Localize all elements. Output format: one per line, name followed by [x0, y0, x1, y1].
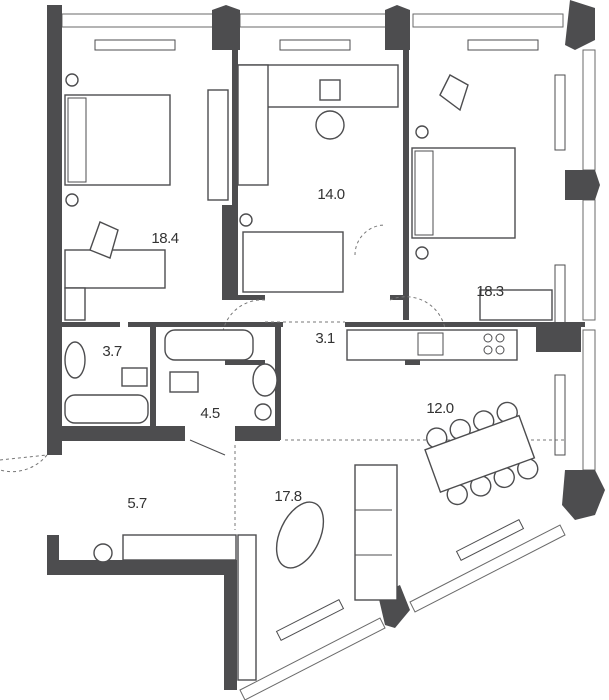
wardrobe-icon [122, 534, 237, 561]
wardrobe-icon [479, 289, 553, 321]
walls [47, 0, 605, 690]
lamp-icon [415, 246, 429, 260]
lamp-icon [65, 193, 79, 207]
wardrobe-icon [237, 64, 269, 186]
single-bed-icon [242, 231, 344, 293]
doors [0, 224, 565, 530]
dining-table-icon [424, 401, 539, 506]
room-area-kitchen: 12.0 [426, 400, 453, 417]
toilet-icon [169, 371, 199, 393]
tv-icon [237, 534, 257, 681]
room-area-entrance: 5.7 [127, 495, 147, 512]
bed-icon [411, 147, 516, 239]
lamp-icon [239, 213, 253, 227]
windows [61, 13, 596, 700]
lamp-icon [65, 73, 79, 87]
lamp-icon [415, 125, 429, 139]
room-area-hall: 3.1 [315, 330, 335, 347]
sink-icon [252, 363, 278, 397]
room-area-bathroom-left: 3.7 [102, 343, 122, 360]
chair-icon [89, 221, 119, 259]
radiator-icon [554, 74, 566, 151]
chair-icon [439, 74, 469, 112]
radiator-icon [554, 264, 566, 341]
furniture [64, 39, 566, 681]
room-area-bathroom-middle: 4.5 [200, 405, 220, 422]
bathtub-icon [164, 329, 254, 361]
radiator-icon [279, 39, 351, 51]
room-area-bedroom-right: 18.3 [476, 283, 503, 300]
bathtub-icon [64, 394, 149, 424]
radiator-icon [554, 374, 566, 456]
room-area-bedroom-middle: 14.0 [317, 186, 344, 203]
radiator-icon [94, 39, 176, 51]
coffee-table-icon [275, 501, 325, 569]
wardrobe-icon [64, 249, 166, 289]
sofa-icon [354, 464, 398, 601]
toilet-icon [121, 367, 148, 387]
room-labels: 18.4 14.0 18.3 3.1 3.7 4.5 12.0 5.7 17.8 [102, 186, 504, 512]
sink-icon [64, 341, 86, 379]
radiator-icon [275, 598, 345, 642]
boiler-icon [93, 543, 113, 563]
radiator-icon [467, 39, 539, 51]
room-area-bedroom-left: 18.4 [151, 230, 178, 247]
sink-icon [417, 332, 444, 356]
bed-icon [64, 94, 171, 186]
washing-machine-icon [254, 403, 272, 421]
radiator-icon [455, 518, 525, 562]
tv-icon [207, 89, 229, 201]
chair-icon [315, 110, 345, 140]
room-area-living-room: 17.8 [274, 488, 301, 505]
